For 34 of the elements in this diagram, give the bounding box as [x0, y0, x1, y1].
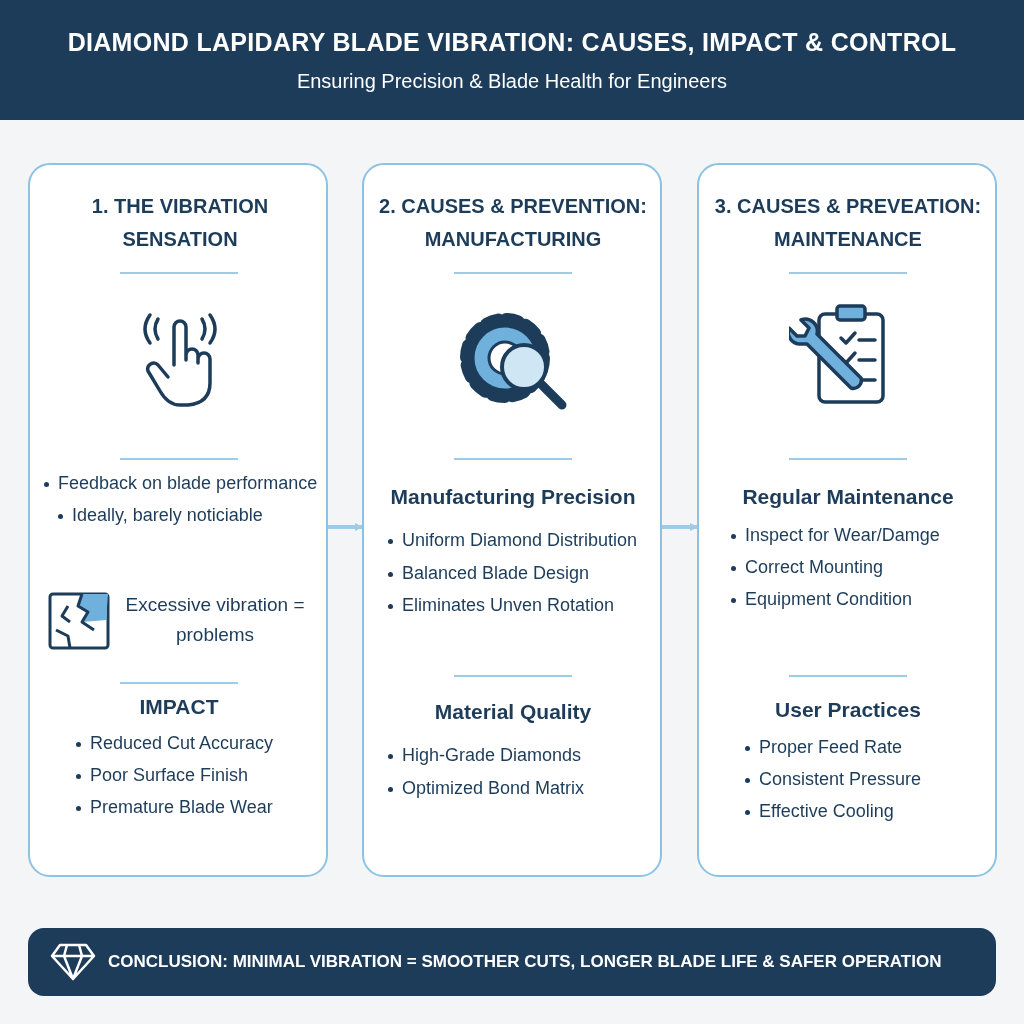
section-heading: Material Quality [433, 700, 593, 724]
section-heading: User Practices [774, 698, 922, 722]
title: DIAMOND LAPIDARY BLADE VIBRATION: CAUSES, IMPACT & CONTROL [66, 28, 958, 57]
arrow [328, 523, 363, 531]
bullet-item: Balanced Blade Design [386, 563, 590, 584]
bullet-item: Premature Blade Wear [74, 797, 273, 818]
bullet-item: Poor Surface Finish [74, 765, 249, 786]
bullet-item: Proper Feed Rate [743, 737, 903, 758]
panel-heading: 1. THE VIBRATION SENSATION [90, 194, 270, 252]
panel-card [362, 163, 662, 877]
bullet-item: Effective Cooling [743, 801, 894, 822]
section-heading: Regular Maintenance [741, 485, 955, 509]
bullet-item: High-Grade Diamonds [386, 745, 582, 766]
warning-text: Excessive vibration = problems [124, 593, 306, 647]
conclusion-text: CONCLUSION: MINIMAL VIBRATION = SMOOTHER CUTS, LONGER BLADE LIFE & SAFER OPERATION [108, 951, 943, 973]
panel-heading: 2. CAUSES & PREVENTION: MANUFACTURING [378, 194, 648, 252]
bullet-item: Eliminates Unven Rotation [386, 595, 615, 616]
bullet-item: Uniform Diamond Distribution [386, 530, 638, 551]
bullet-item: Correct Mounting [729, 557, 884, 578]
panel-card [697, 163, 997, 877]
bullet-item: Equipment Condition [729, 589, 913, 610]
bullet-item: Ideally, barely noticiable [56, 505, 263, 526]
panel-heading: 3. CAUSES & PREVEATION: MAINTENANCE [713, 194, 983, 252]
subtitle: Ensuring Precision & Blade Health for Engineers [295, 70, 729, 93]
conclusion-banner [28, 928, 996, 996]
bullet-item: Feedback on blade performance [42, 473, 318, 494]
bullet-item: Inspect for Wear/Damge [729, 525, 940, 546]
section-heading: IMPACT [138, 695, 220, 719]
bullet-item: Optimized Bond Matrix [386, 778, 585, 799]
arrow [662, 523, 698, 531]
section-heading: Manufacturing Precision [389, 485, 637, 509]
panel-card [28, 163, 328, 877]
bullet-item: Reduced Cut Accuracy [74, 733, 274, 754]
bullet-item: Consistent Pressure [743, 769, 922, 790]
